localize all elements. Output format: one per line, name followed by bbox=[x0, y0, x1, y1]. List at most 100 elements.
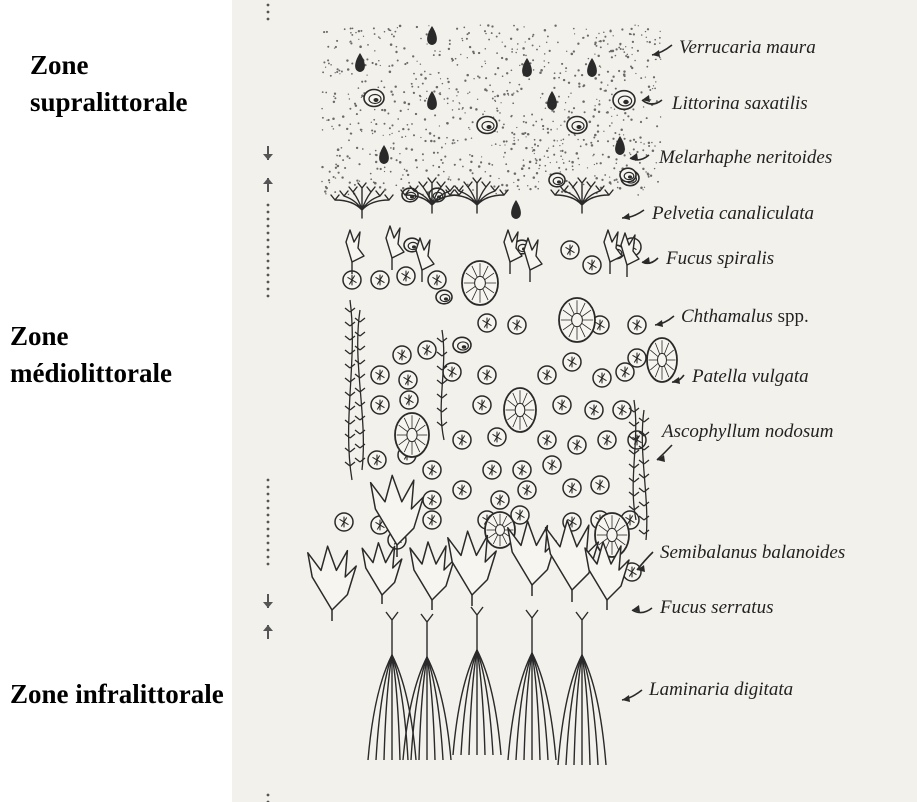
lichen-speck bbox=[342, 159, 344, 161]
lichen-speck bbox=[640, 91, 642, 93]
species-name: Fucus spiralis bbox=[666, 248, 774, 269]
lichen-speck bbox=[620, 128, 623, 131]
lichen-speck bbox=[614, 179, 616, 181]
lichen-speck bbox=[654, 43, 656, 45]
lichen-speck bbox=[564, 120, 566, 122]
lichen-speck bbox=[631, 54, 632, 55]
lichen-speck bbox=[656, 125, 658, 127]
lichen-speck bbox=[656, 162, 657, 163]
lichen-speck bbox=[395, 51, 397, 53]
lichen-speck bbox=[547, 131, 549, 133]
lichen-speck bbox=[654, 168, 655, 169]
lichen-speck bbox=[639, 162, 641, 164]
lichen-speck bbox=[413, 134, 415, 136]
lichen-speck bbox=[383, 182, 385, 184]
lichen-speck bbox=[459, 103, 460, 104]
lichen-speck bbox=[331, 126, 333, 128]
lichen-speck bbox=[499, 112, 501, 114]
lichen-speck bbox=[350, 28, 352, 30]
lichen-speck bbox=[623, 70, 625, 72]
lichen-speck bbox=[334, 191, 336, 193]
lichen-speck bbox=[598, 33, 599, 34]
boundary-dot bbox=[267, 486, 270, 489]
lichen-speck bbox=[478, 77, 480, 79]
lichen-speck bbox=[577, 69, 579, 71]
lichen-speck bbox=[378, 36, 380, 38]
lichen-speck bbox=[361, 97, 362, 98]
lichen-speck bbox=[583, 84, 585, 86]
lichen-speck bbox=[455, 88, 457, 90]
boundary-dot bbox=[267, 521, 270, 524]
boundary-dot bbox=[267, 563, 270, 566]
species-name: Patella vulgata bbox=[692, 366, 809, 387]
lichen-speck bbox=[448, 176, 449, 177]
lichen-speck bbox=[501, 184, 503, 186]
lichen-speck bbox=[375, 154, 377, 156]
lichen-speck bbox=[600, 81, 602, 83]
lichen-speck bbox=[599, 100, 600, 101]
lichen-speck bbox=[547, 156, 549, 158]
lichen-speck bbox=[523, 54, 525, 56]
lichen-speck bbox=[462, 166, 464, 168]
periwinkle-shell-aperture bbox=[444, 297, 448, 300]
lichen-speck bbox=[622, 48, 624, 50]
zonation-drawing bbox=[232, 0, 917, 802]
periwinkle-shell-aperture bbox=[557, 180, 561, 183]
water-drop-icon bbox=[615, 136, 625, 155]
lichen-speck bbox=[637, 194, 639, 196]
lichen-speck bbox=[533, 176, 536, 179]
lichen-speck bbox=[558, 167, 560, 169]
fucus-serratus-frond bbox=[362, 543, 402, 595]
lichen-speck bbox=[659, 141, 661, 143]
lichen-speck bbox=[601, 179, 603, 181]
lichen-speck bbox=[393, 147, 395, 149]
lichen-speck bbox=[528, 38, 530, 40]
lichen-speck bbox=[366, 58, 368, 60]
limpet-apex bbox=[515, 403, 525, 416]
lichen-speck bbox=[515, 52, 517, 54]
lichen-speck bbox=[562, 143, 563, 144]
lichen-speck bbox=[425, 129, 427, 131]
boundary-dot bbox=[267, 542, 270, 545]
lichen-speck bbox=[647, 28, 649, 30]
lichen-speck bbox=[472, 121, 474, 123]
lichen-speck bbox=[336, 71, 338, 73]
lichen-speck bbox=[561, 63, 563, 65]
lichen-speck bbox=[321, 166, 323, 168]
lichen-speck bbox=[655, 59, 657, 61]
lichen-speck bbox=[350, 41, 352, 43]
lichen-speck bbox=[446, 137, 448, 139]
lichen-speck bbox=[336, 40, 338, 42]
lichen-speck bbox=[631, 67, 633, 69]
lichen-speck bbox=[553, 77, 555, 79]
lichen-speck bbox=[430, 74, 431, 75]
laminaria-icon bbox=[453, 607, 501, 755]
lichen-speck bbox=[397, 118, 399, 120]
lichen-speck bbox=[488, 163, 490, 165]
lichen-speck bbox=[347, 68, 350, 71]
lichen-speck bbox=[585, 143, 587, 145]
lichen-speck bbox=[326, 120, 327, 121]
pointer-arrow-head bbox=[672, 377, 680, 384]
pointer-arrow-head bbox=[622, 695, 630, 702]
lichen-speck bbox=[636, 151, 638, 153]
lichen-speck bbox=[629, 140, 631, 142]
lichen-speck bbox=[594, 43, 596, 45]
lichen-speck bbox=[604, 36, 606, 38]
lichen-speck bbox=[341, 147, 343, 149]
lichen-speck bbox=[525, 41, 526, 42]
lichen-speck bbox=[540, 97, 541, 98]
lichen-speck bbox=[535, 186, 537, 188]
lichen-speck bbox=[456, 95, 457, 96]
lichen-speck bbox=[481, 156, 482, 157]
lichen-speck bbox=[325, 193, 326, 194]
lichen-speck bbox=[517, 49, 518, 50]
lichen-speck bbox=[349, 98, 350, 99]
lichen-speck bbox=[366, 74, 367, 75]
lichen-speck bbox=[494, 96, 495, 97]
boundary-arrow-head bbox=[263, 625, 273, 631]
ascophyllum-bladder bbox=[355, 402, 365, 406]
lichen-speck bbox=[327, 46, 329, 48]
limpet-apex bbox=[475, 276, 486, 289]
fucus-frond bbox=[524, 238, 542, 270]
